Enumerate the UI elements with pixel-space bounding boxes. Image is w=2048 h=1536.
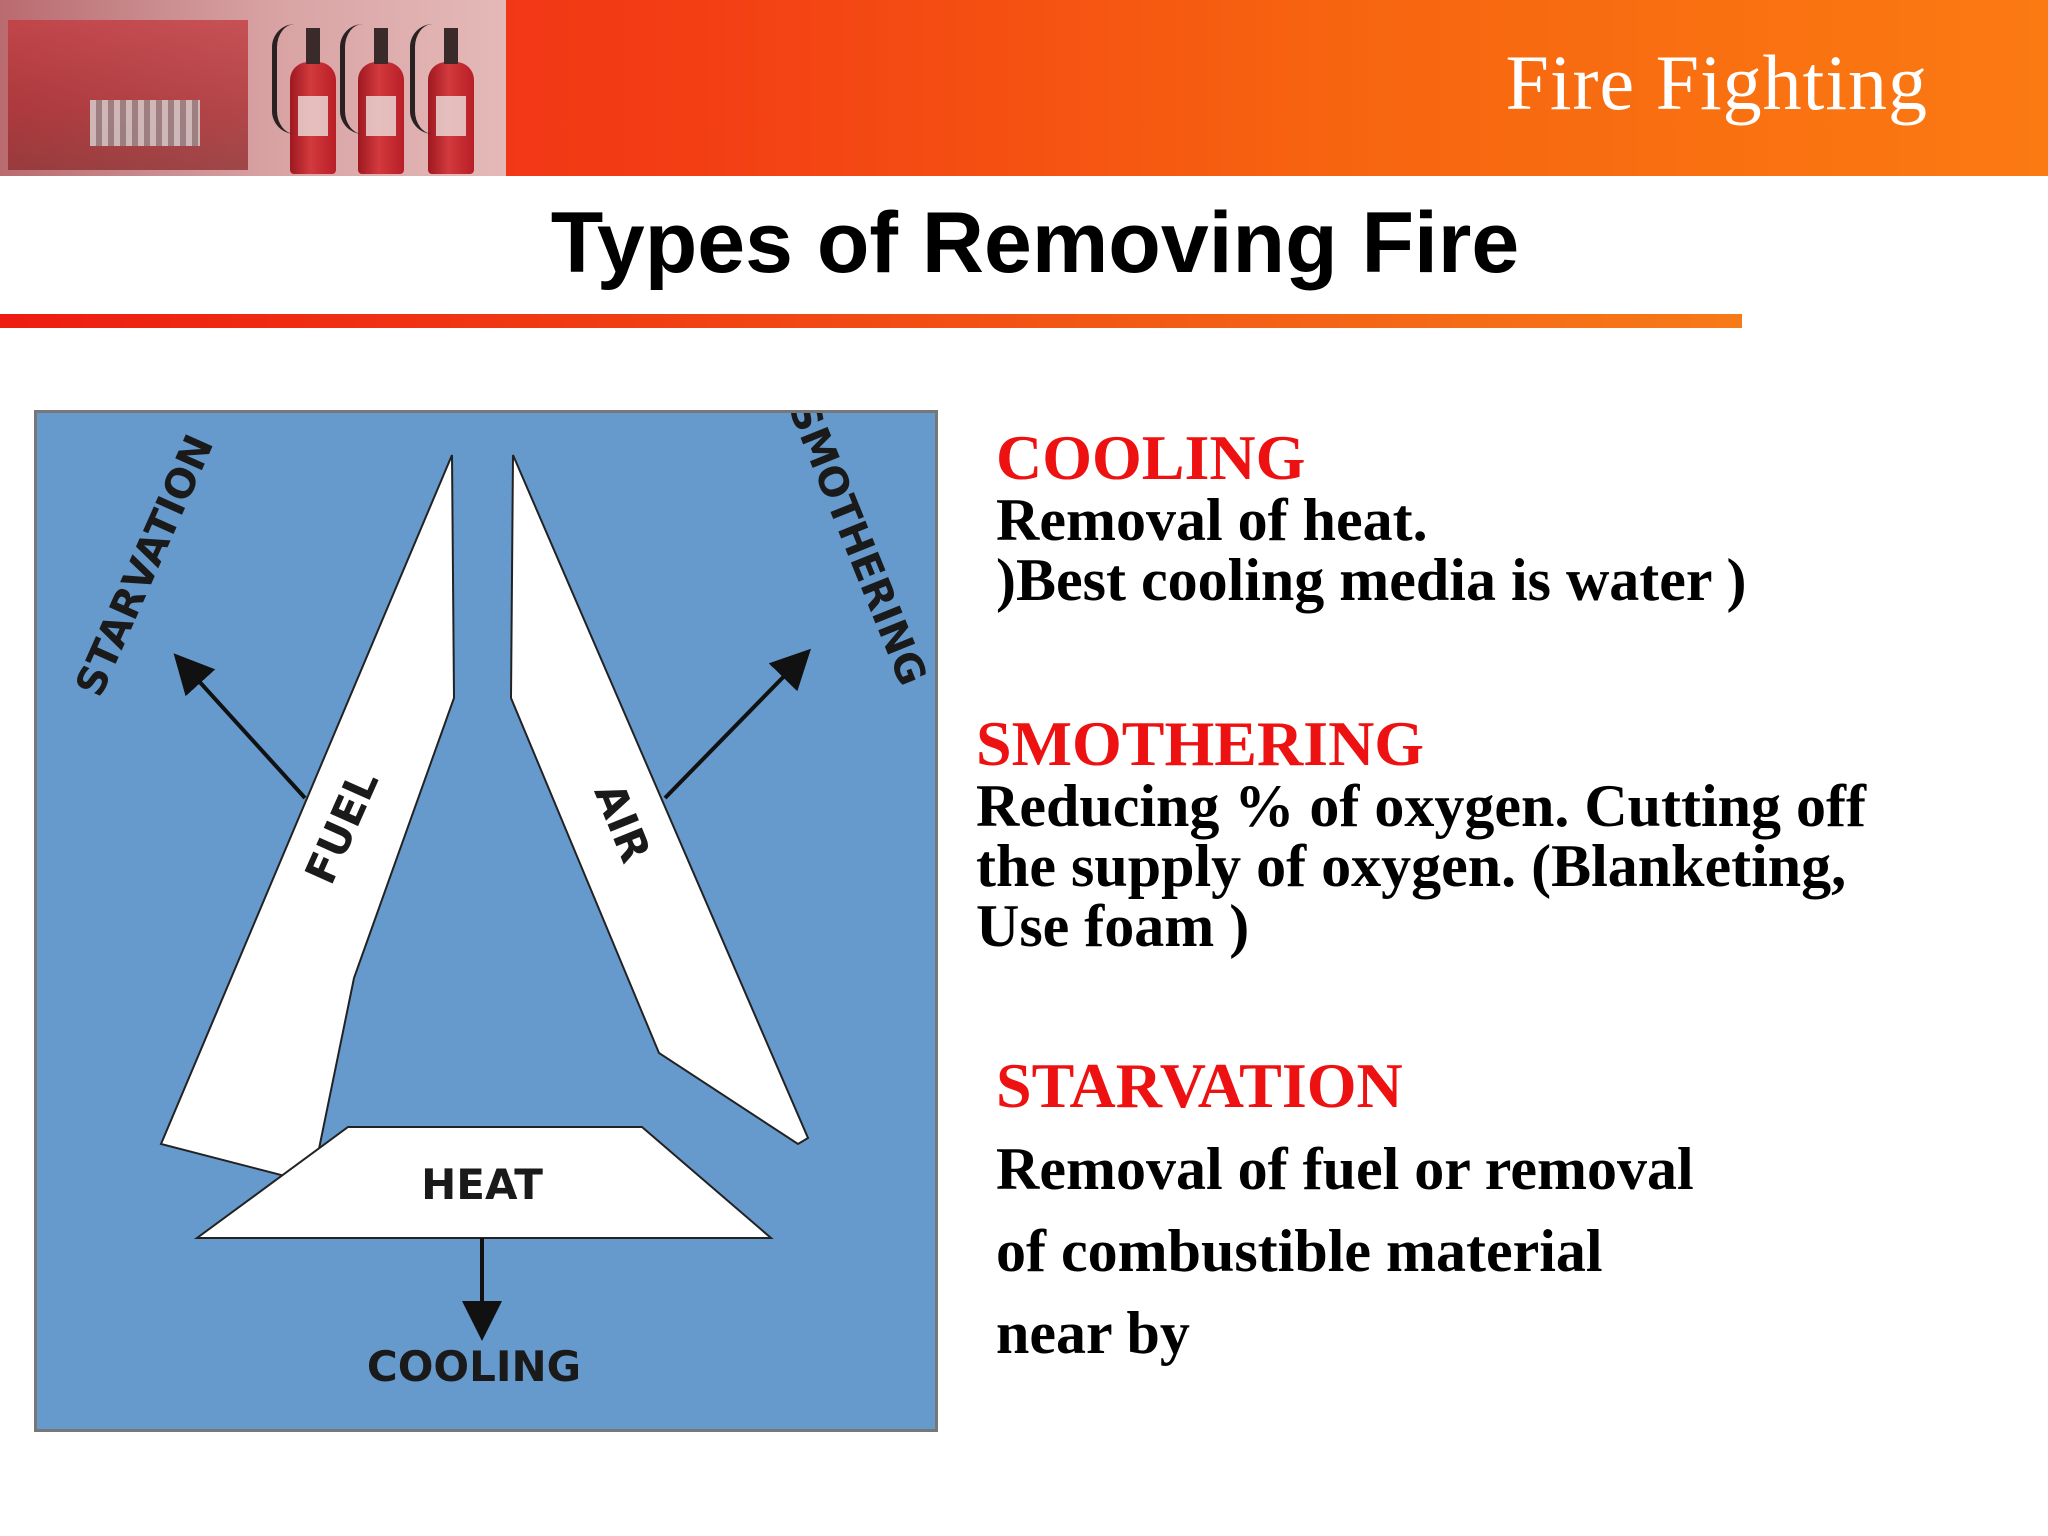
- extinguisher-hose: [410, 24, 433, 134]
- smothering-line: the supply of oxygen. (Blanketing,: [976, 833, 1847, 899]
- starvation-line: of combustible material: [996, 1218, 1603, 1284]
- extinguisher-valve: [306, 28, 320, 64]
- smothering-arrow: [663, 648, 811, 800]
- starvation-arrow: [173, 653, 307, 800]
- cooling-line: )Best cooling media is water ): [996, 547, 1747, 613]
- heat-label: HEAT: [421, 1160, 543, 1209]
- starvation-line: near by: [996, 1300, 1190, 1366]
- fire-truck-image: [8, 20, 248, 170]
- heat-side-shape: [193, 1126, 774, 1239]
- smothering-line: Use foam ): [976, 893, 1250, 959]
- fire-extinguisher-icon: [358, 62, 404, 174]
- smothering-line: Reducing % of oxygen. Cutting off: [976, 773, 1867, 839]
- fire-truck-grille: [90, 100, 200, 146]
- starvation-line: Removal of fuel or removal: [996, 1136, 1694, 1202]
- smothering-label: SMOTHERING: [779, 413, 935, 692]
- cooling-line: Removal of heat.: [996, 487, 1428, 553]
- cooling-heading: COOLING: [996, 422, 1306, 493]
- starvation-description: STARVATION Removal of fuel or removal of…: [996, 1054, 1694, 1374]
- extinguisher-hose: [272, 24, 295, 134]
- title-underline: [0, 314, 1742, 328]
- cooling-label: COOLING: [367, 1342, 581, 1391]
- cooling-description: COOLING Removal of heat. )Best cooling m…: [996, 422, 1747, 613]
- extinguisher-valve: [444, 28, 458, 64]
- fire-extinguisher-icon: [290, 62, 336, 174]
- extinguisher-valve: [374, 28, 388, 64]
- starvation-heading: STARVATION: [996, 1050, 1403, 1121]
- smothering-description: SMOTHERING Reducing % of oxygen. Cutting…: [976, 708, 1867, 959]
- slide-title: Types of Removing Fire: [550, 195, 1520, 291]
- air-side-shape: [509, 454, 810, 1146]
- extinguisher-hose: [340, 24, 363, 134]
- fire-equipment-photo: [0, 0, 506, 176]
- fire-triangle-diagram: FUEL AIR HEAT STARVATION SMOTHERING COOL…: [34, 410, 938, 1432]
- fuel-side-shape: [159, 454, 456, 1185]
- fire-extinguisher-icon: [428, 62, 474, 174]
- banner-title: Fire Fighting: [1505, 39, 1928, 126]
- starvation-label: STARVATION: [67, 428, 223, 703]
- header-banner: Fire Fighting: [0, 0, 2048, 176]
- smothering-heading: SMOTHERING: [976, 708, 1425, 779]
